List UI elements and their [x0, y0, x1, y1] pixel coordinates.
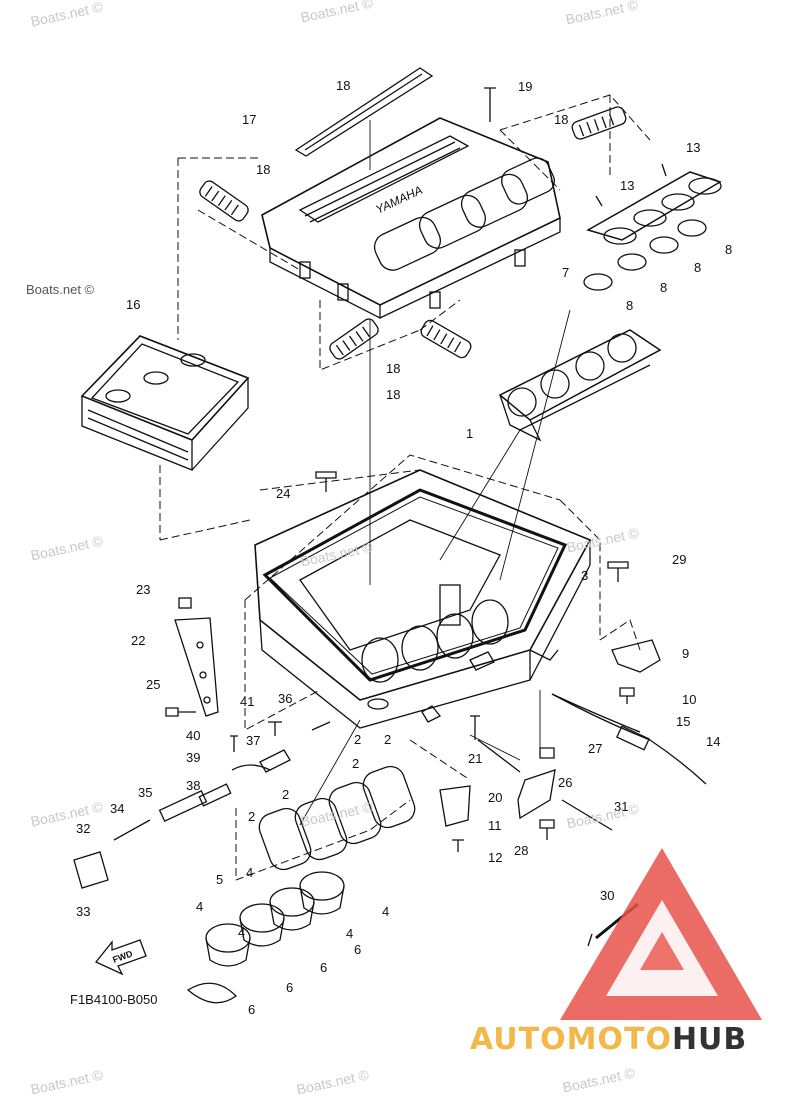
callout-4: 4 — [196, 899, 203, 914]
callout-39: 39 — [186, 750, 200, 765]
callout-4: 4 — [238, 925, 245, 940]
callout-26: 26 — [558, 775, 572, 790]
callout-1: 1 — [466, 426, 473, 441]
callout-20: 20 — [488, 790, 502, 805]
callout-13: 13 — [620, 178, 634, 193]
callout-27: 27 — [588, 741, 602, 756]
callout-numbers: 1222223444445666678888910111213131415161… — [0, 0, 732, 1017]
callout-5: 5 — [216, 872, 223, 887]
callout-31: 31 — [614, 799, 628, 814]
logo-text-part2: HUB — [671, 1022, 748, 1057]
callout-40: 40 — [186, 728, 200, 743]
callout-35: 35 — [138, 785, 152, 800]
callout-38: 38 — [186, 778, 200, 793]
callout-22: 22 — [131, 633, 145, 648]
callout-24: 24 — [276, 486, 290, 501]
callout-15: 15 — [676, 714, 690, 729]
callout-18: 18 — [386, 387, 400, 402]
callout-19: 19 — [518, 79, 532, 94]
callout-42: 42 — [0, 0, 14, 3]
callout-11: 11 — [488, 818, 502, 833]
callout-25: 25 — [146, 677, 160, 692]
callout-2: 2 — [248, 809, 255, 824]
logo-mark — [560, 848, 762, 1020]
callout-14: 14 — [706, 734, 720, 749]
watermark: Boats.net © — [26, 282, 95, 297]
callout-10: 10 — [682, 692, 696, 707]
callout-8: 8 — [626, 298, 633, 313]
callout-2: 2 — [352, 756, 359, 771]
callout-37: 37 — [246, 733, 260, 748]
callout-2: 2 — [282, 787, 289, 802]
callout-9: 9 — [682, 646, 689, 661]
callout-6: 6 — [354, 942, 361, 957]
callout-41: 41 — [240, 694, 254, 709]
figure-code: F1B4100-B050 — [70, 992, 158, 1007]
callout-28: 28 — [514, 843, 528, 858]
callout-2: 2 — [354, 732, 361, 747]
callout-17: 17 — [242, 112, 256, 127]
callout-23: 23 — [136, 582, 150, 597]
callout-8: 8 — [694, 260, 701, 275]
callout-6: 6 — [286, 980, 293, 995]
callout-3: 3 — [581, 568, 588, 583]
callout-6: 6 — [320, 960, 327, 975]
callout-29: 29 — [672, 552, 686, 567]
automotohub-logo-text: AUTOMOTOHUB — [470, 1022, 747, 1057]
callout-34: 34 — [110, 801, 124, 816]
fwd-arrow: FWD — [94, 939, 147, 976]
callout-4: 4 — [346, 926, 353, 941]
callout-36: 36 — [278, 691, 292, 706]
callout-18: 18 — [386, 361, 400, 376]
callout-8: 8 — [660, 280, 667, 295]
callout-33: 33 — [76, 904, 90, 919]
callout-12: 12 — [488, 850, 502, 865]
callout-32: 32 — [76, 821, 90, 836]
cover-brand-text: YAMAHA — [373, 183, 424, 217]
callout-13: 13 — [686, 140, 700, 155]
callout-18: 18 — [256, 162, 270, 177]
callout-18: 18 — [554, 112, 568, 127]
callout-4: 4 — [382, 904, 389, 919]
callout-7: 7 — [562, 265, 569, 280]
callout-6: 6 — [248, 1002, 255, 1017]
callout-30: 30 — [600, 888, 614, 903]
logo-text-part1: AUTOMOTO — [470, 1022, 672, 1057]
callout-21: 21 — [468, 751, 482, 766]
callout-4: 4 — [246, 865, 253, 880]
callout-18: 18 — [336, 78, 350, 93]
callout-8: 8 — [725, 242, 732, 257]
callout-16: 16 — [126, 297, 140, 312]
callout-2: 2 — [384, 732, 391, 747]
